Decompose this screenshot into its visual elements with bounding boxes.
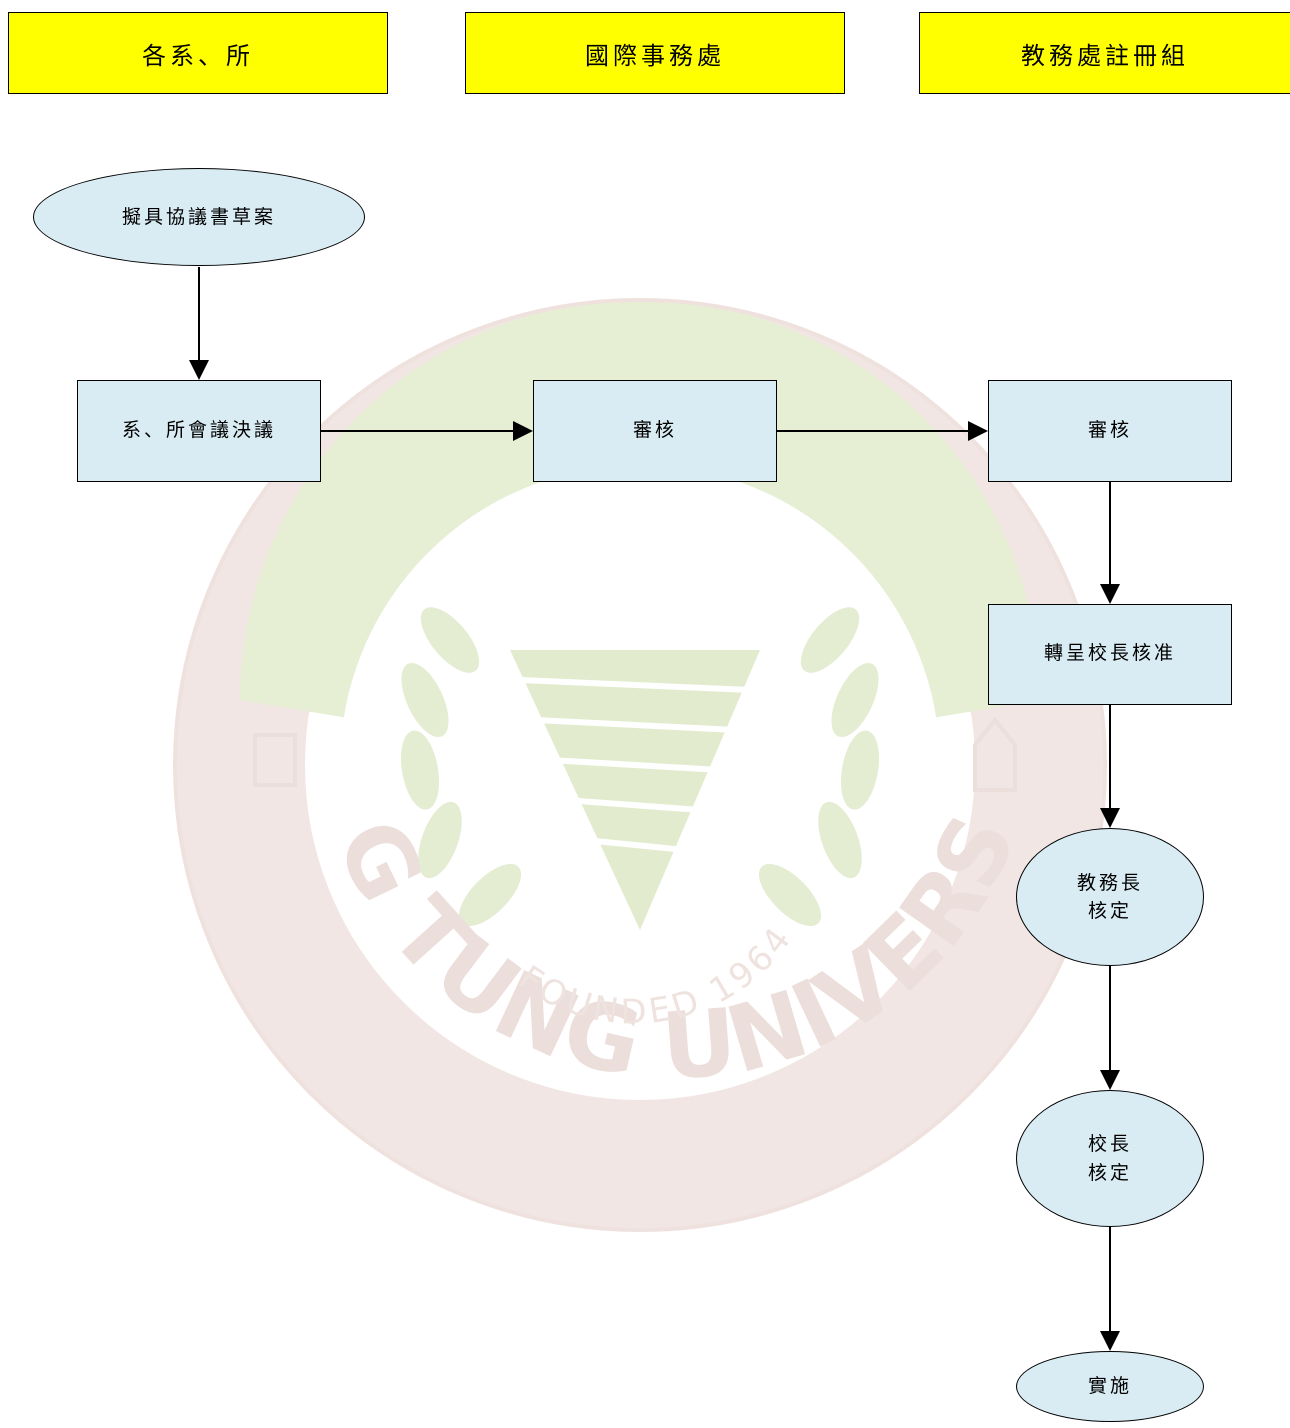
node-president-approval: 校長 核定 [1016, 1090, 1204, 1227]
node-president-approval-line2: 核定 [1087, 1161, 1132, 1184]
lane-header-departments: 各系、所 [8, 12, 388, 94]
node-dean-approval-line1: 教務長 [1076, 871, 1143, 894]
node-dean-approval-line2: 核定 [1087, 900, 1132, 922]
laurel-icon [400, 607, 880, 927]
node-implementation-label: 實施 [1087, 1375, 1132, 1398]
shield-icon [253, 733, 297, 787]
node-intl-review: 審核 [533, 380, 777, 482]
lane-header-registry: 教務處註冊組 [919, 12, 1290, 94]
node-forward-to-president: 轉呈校長核准 [988, 604, 1232, 705]
node-registry-review: 審核 [988, 380, 1232, 482]
lane-header-international-affairs: 國際事務處 [465, 12, 845, 94]
node-dept-meeting-resolution: 系、所會議決議 [77, 380, 321, 482]
pen-icon [973, 716, 1017, 792]
node-draft-agreement: 擬具協議書草案 [33, 168, 365, 266]
node-president-approval-line1: 校長 [1087, 1133, 1132, 1155]
node-dean-approval: 教務長 核定 [1016, 828, 1204, 966]
node-implementation: 實施 [1016, 1351, 1204, 1422]
node-draft-agreement-label: 擬具協議書草案 [121, 205, 276, 228]
